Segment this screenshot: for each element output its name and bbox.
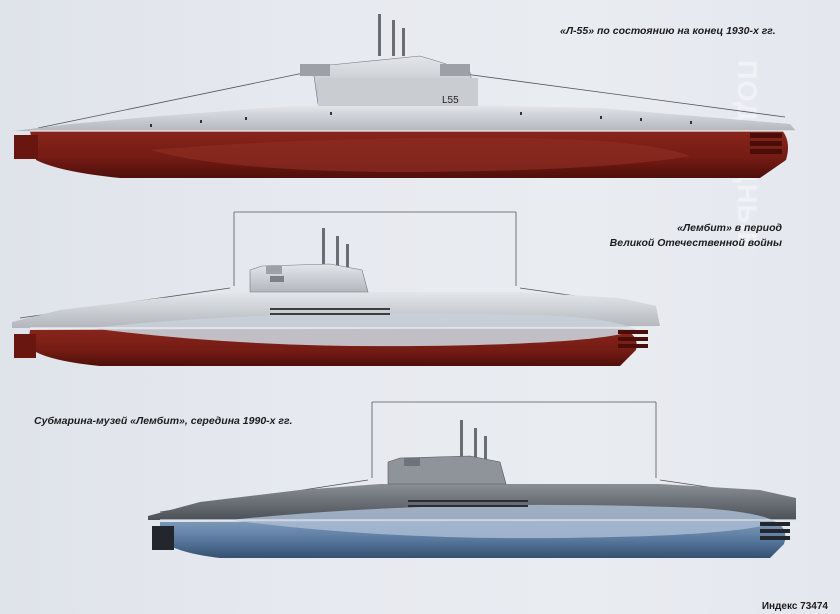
- hull-marking: L55: [442, 95, 459, 106]
- index-label: Индекс 73474: [761, 601, 828, 612]
- caption-l55: «Л-55» по состоянию на конец 1930-х гг.: [560, 25, 776, 37]
- caption-lembit-wwii: «Лембит» в период Великой Отечественной …: [610, 221, 782, 251]
- caption-lembit-museum: Субмарина-музей «Лембит», середина 1990-…: [34, 415, 293, 427]
- caption-lembit-wwii-line2: Великой Отечественной войны: [609, 237, 782, 249]
- submarine-lembit-wwii: [12, 211, 660, 366]
- caption-lembit-wwii-line1: «Лембит» в период: [677, 222, 782, 234]
- submarine-lembit-museum: [148, 401, 796, 558]
- submarine-l55: [14, 14, 796, 178]
